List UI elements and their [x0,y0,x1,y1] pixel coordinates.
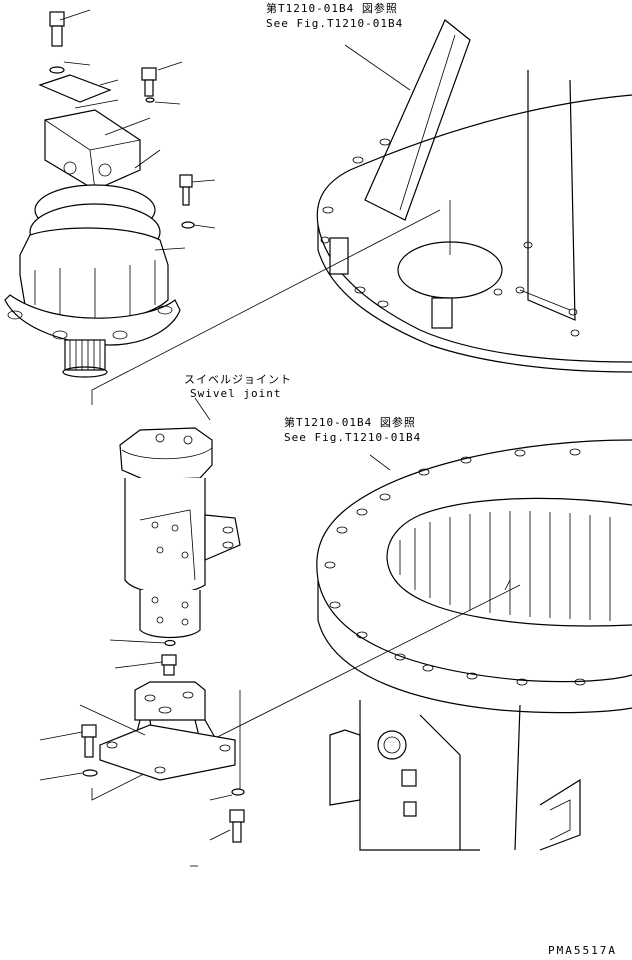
mid-reference-en: See Fig.T1210-01B4 [284,431,422,444]
top-reference-en: See Fig.T1210-01B4 [266,17,404,30]
swivel-joint-drawing [39,397,245,867]
upper-ring-holes [320,138,580,337]
lower-frame-drawing [91,439,632,851]
lower-ring-holes [324,448,586,686]
swing-motor-drawing [4,9,216,378]
upper-frame-drawing [91,19,632,405]
mid-reference-ja: 第T1210-01B4 図参照 [284,416,416,429]
drawing-code: PMA5517A [548,944,617,957]
top-reference-ja: 第T1210-01B4 図参照 [266,2,398,15]
swivel-joint-label-ja: スイベルジョイント [184,373,292,386]
swivel-joint-label-en: Swivel joint [190,387,282,400]
